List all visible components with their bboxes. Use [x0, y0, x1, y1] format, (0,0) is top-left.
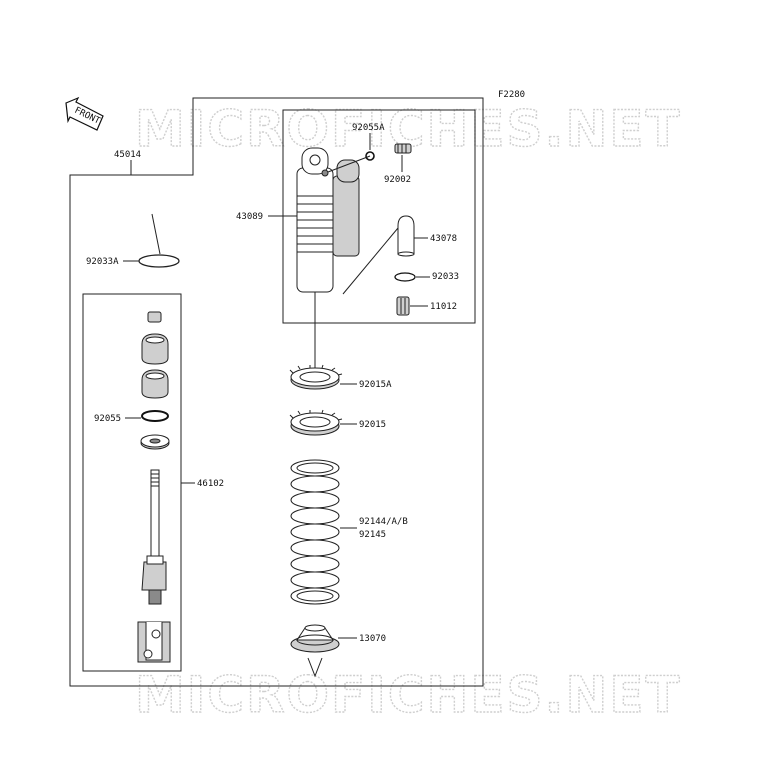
- snap-ring-92033: [394, 272, 416, 282]
- o-ring-92055A: [365, 151, 375, 161]
- nut-92015: [289, 409, 343, 436]
- label-92015A: 92015A: [359, 380, 392, 390]
- label-11012: 11012: [430, 302, 457, 312]
- label-92055: 92055: [94, 414, 121, 424]
- front-arrow-icon: FRONT: [65, 96, 104, 131]
- label-92015: 92015: [359, 420, 386, 430]
- label-92144: 92144/A/B: [359, 517, 408, 527]
- snap-ring-92033A: [138, 213, 180, 268]
- spring-92144: [290, 459, 340, 605]
- label-92033A: 92033A: [86, 257, 119, 267]
- locknut-92015A: [289, 364, 343, 390]
- label-43078: 43078: [430, 234, 457, 244]
- label-92002: 92002: [384, 175, 411, 185]
- cap-11012: [396, 296, 410, 316]
- diagram-code: F2280: [498, 90, 525, 100]
- rod-assembly-46102: [137, 311, 171, 663]
- bladder-43078: [397, 215, 415, 257]
- label-43089: 43089: [236, 212, 263, 222]
- label-45014: 45014: [114, 150, 141, 160]
- label-92145: 92145: [359, 530, 386, 540]
- label-92033: 92033: [432, 272, 459, 282]
- shock-body-43089: [296, 147, 371, 293]
- bolt-92002: [394, 143, 412, 154]
- label-13070: 13070: [359, 634, 386, 644]
- spring-seat-13070: [290, 624, 340, 653]
- label-92055A: 92055A: [352, 123, 385, 133]
- label-46102: 46102: [197, 479, 224, 489]
- watermark-bottom: MICROFICHES.NET: [135, 666, 682, 724]
- assembly-outline: [69, 97, 484, 687]
